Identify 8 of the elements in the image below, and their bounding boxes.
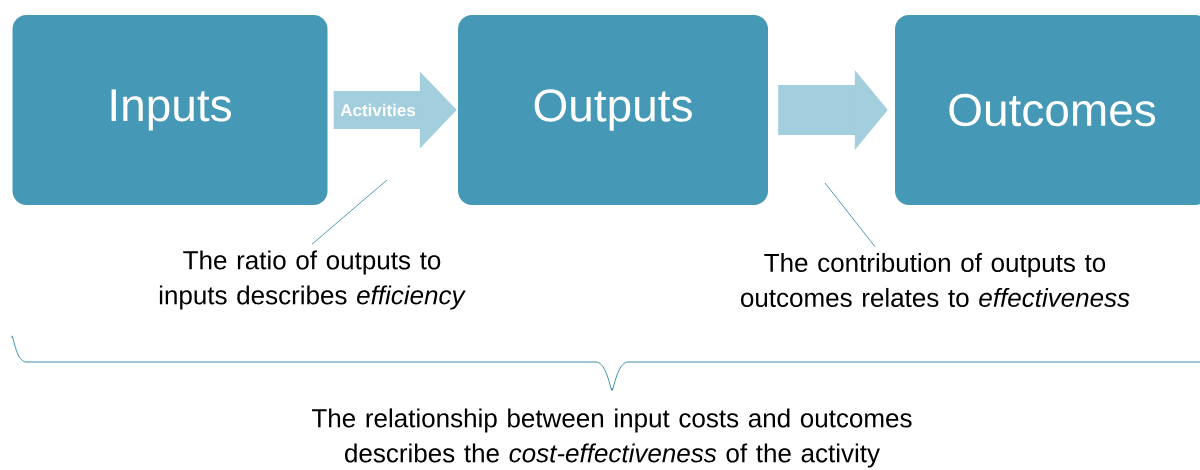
leader-line: [311, 179, 388, 245]
process-box: Outcomes: [895, 15, 1200, 205]
process-box: Inputs: [12, 15, 328, 205]
note-text: The ratio of outputs to inputs describes efficiency: [159, 250, 466, 310]
process-box: Outputs: [458, 15, 768, 205]
note-text: The contribution of outputs to outcomes relates to effectiveness: [741, 252, 1130, 308]
leader-line: [824, 182, 876, 248]
caption-text: The relationship between input costs and outcomes describes the cost-effectiveness of the activity: [311, 408, 912, 468]
